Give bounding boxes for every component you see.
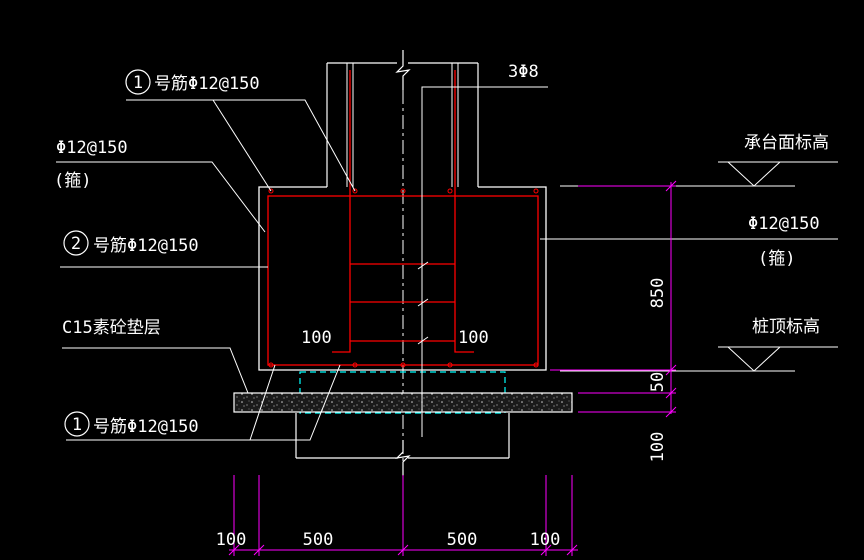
bar1-bottom-number: 1	[72, 415, 82, 435]
dim-vertical-100: 100	[648, 432, 668, 463]
rebar-dots	[268, 188, 539, 368]
cushion-label: C15素砼垫层	[62, 318, 161, 338]
anchor-left-label: 100	[301, 328, 332, 348]
bar-number-circles	[63, 69, 151, 437]
c15-cushion-layer	[233, 392, 573, 413]
anchor-right-label: 100	[458, 328, 489, 348]
column-rebar-lines	[346, 63, 459, 187]
cap-rebar	[267, 70, 539, 366]
left-stirrup-label: Φ12@150	[56, 138, 128, 158]
dim-horizontal-100-left: 100	[216, 530, 247, 550]
break-symbol-top	[395, 50, 411, 90]
column-outline	[326, 62, 479, 187]
elevation-marker-pile-top	[560, 346, 838, 372]
horizontal-dimension-chain	[228, 475, 578, 556]
dim-vertical-50: 50	[648, 372, 668, 392]
elevation-marker-cap-top	[560, 161, 838, 187]
leader-lines	[56, 86, 838, 441]
right-stirrup-label: Φ12@150	[748, 214, 820, 234]
bar1-bottom-label: 号筋Φ12@150	[93, 417, 199, 437]
bar1-top-label: 号筋Φ12@150	[154, 74, 260, 94]
vertical-dimension-chain	[550, 180, 677, 418]
bar2-label: 号筋Φ12@150	[93, 236, 199, 256]
bar2-number: 2	[71, 234, 81, 254]
dim-horizontal-100-right: 100	[530, 530, 561, 550]
dim-horizontal-500-left: 500	[303, 530, 334, 550]
dim-horizontal-500-right: 500	[447, 530, 478, 550]
dim-vertical-850: 850	[648, 278, 668, 309]
cap-top-elevation-label: 承台面标高	[744, 133, 829, 153]
left-stirrup-note: (箍)	[54, 171, 91, 191]
pile-top-elevation-label: 桩顶标高	[752, 317, 820, 337]
right-stirrup-note: (箍)	[758, 249, 795, 269]
column-bars-label: 3Φ8	[508, 62, 539, 82]
bar1-top-number: 1	[133, 73, 143, 93]
break-symbol-bottom	[395, 440, 411, 476]
pile-outline	[295, 413, 510, 459]
cap-outline	[258, 186, 547, 371]
